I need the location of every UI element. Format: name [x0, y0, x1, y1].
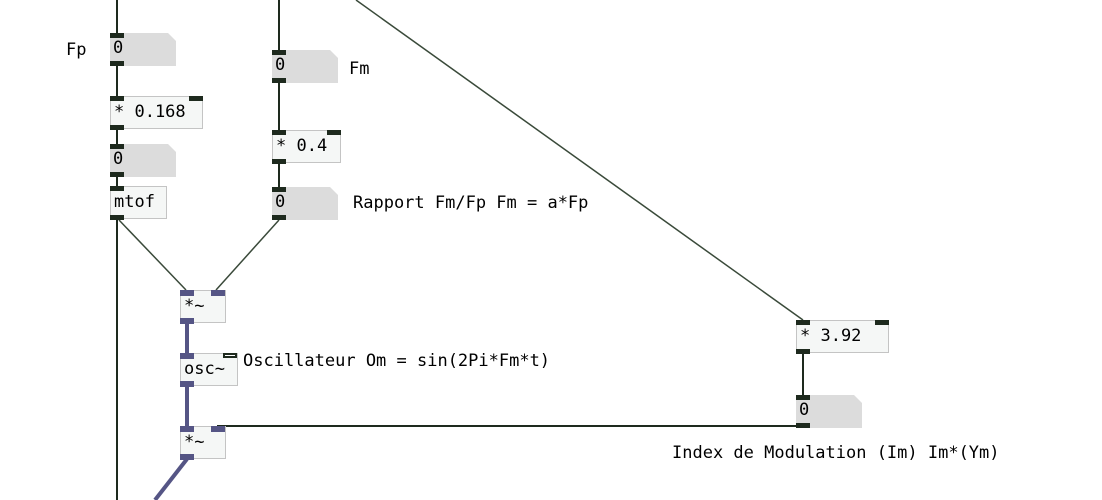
oscillateur-label: Oscillateur Om = sin(2Pi*Fm*t)	[243, 351, 551, 371]
fp-midi-number-box[interactable]: 0	[110, 144, 176, 177]
index-number-box[interactable]: 0	[796, 395, 862, 428]
outlet	[796, 423, 810, 428]
outlet	[272, 78, 286, 83]
inlet	[110, 33, 124, 38]
inlet	[327, 130, 341, 135]
outlet	[110, 172, 124, 177]
inlet	[223, 353, 237, 358]
inlet	[110, 186, 124, 191]
inlet	[272, 50, 286, 55]
signal-inlet	[211, 290, 225, 296]
multiply-0168-object[interactable]: * 0.168	[110, 96, 203, 129]
fm-label: Fm	[349, 59, 370, 79]
inlet	[110, 144, 124, 149]
multiply-04-object[interactable]: * 0.4	[272, 130, 341, 163]
outlet	[272, 159, 286, 164]
inlet	[272, 187, 286, 192]
signal-outlet	[180, 454, 194, 460]
outlet	[110, 125, 124, 130]
fm-number-box[interactable]: 0	[272, 50, 338, 83]
outlet	[110, 61, 124, 66]
outlet	[796, 349, 810, 354]
multiply-392-object[interactable]: * 3.92	[796, 320, 889, 353]
inlet	[875, 320, 889, 325]
index-label: Index de Modulation (Im) Im*(Ym)	[672, 443, 1000, 463]
signal-inlet	[211, 426, 225, 432]
rapport-number-box[interactable]: 0	[272, 187, 338, 220]
inlet	[110, 96, 124, 101]
rapport-label: Rapport Fm/Fp Fm = a*Fp	[353, 193, 589, 213]
signal-inlet	[180, 353, 194, 359]
outlet	[110, 215, 124, 220]
mtof-object[interactable]: mtof	[110, 186, 167, 219]
outlet	[272, 215, 286, 220]
inlet	[796, 395, 810, 400]
inlet	[796, 320, 810, 325]
signal-outlet	[180, 318, 194, 324]
signal-inlet	[180, 426, 194, 432]
signal-inlet	[180, 290, 194, 296]
inlet	[272, 130, 286, 135]
fp-number-box[interactable]: 0	[110, 33, 176, 66]
signal-outlet	[180, 381, 194, 387]
inlet	[189, 96, 203, 101]
fp-label: Fp	[66, 40, 87, 60]
